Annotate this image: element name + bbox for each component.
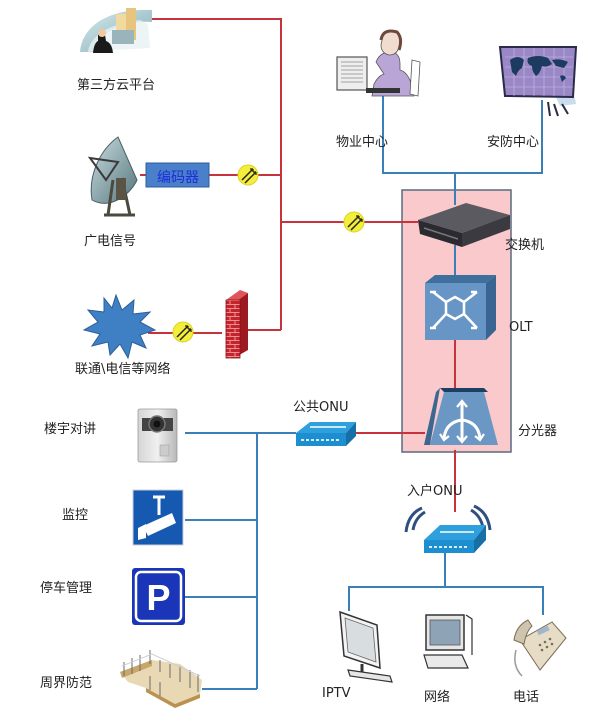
door-intercom-icon[interactable] bbox=[137, 408, 178, 463]
label-carrier-network: 联通\电信等网络 bbox=[75, 362, 171, 377]
switch-icon[interactable] bbox=[418, 203, 510, 247]
label-splitter: 分光器 bbox=[518, 424, 558, 439]
desktop-computer-icon[interactable] bbox=[423, 614, 473, 669]
cloud-platform-icon[interactable] bbox=[80, 8, 152, 53]
label-public-onu: 公共ONU bbox=[293, 400, 349, 415]
media-converter-icon bbox=[343, 211, 365, 233]
label-cloud-platform: 第三方云平台 bbox=[77, 78, 156, 93]
encoder-box[interactable] bbox=[145, 162, 210, 188]
media-converter-icon bbox=[237, 164, 259, 186]
label-property-center: 物业中心 bbox=[336, 135, 389, 150]
label-intercom: 楼宇对讲 bbox=[44, 422, 97, 437]
olt-icon[interactable] bbox=[425, 275, 496, 340]
label-security-center: 安防中心 bbox=[487, 135, 540, 150]
label-switch: 交换机 bbox=[505, 238, 545, 253]
operator-workstation-icon[interactable] bbox=[336, 29, 421, 97]
upstream-links bbox=[140, 18, 456, 512]
media-converter-icon bbox=[172, 321, 194, 343]
label-surveillance: 监控 bbox=[62, 508, 89, 523]
link-cloud bbox=[152, 18, 282, 330]
telephone-icon[interactable] bbox=[513, 619, 567, 677]
parking-glyph: P bbox=[146, 577, 170, 618]
world-map-screen-icon[interactable] bbox=[498, 46, 578, 117]
perimeter-fence-icon[interactable] bbox=[120, 650, 202, 708]
parking-sign-icon[interactable]: P bbox=[132, 568, 185, 625]
label-home-onu: 入户ONU bbox=[407, 484, 463, 499]
label-broadcast-signal: 广电信号 bbox=[84, 234, 137, 249]
label-network: 网络 bbox=[424, 690, 451, 705]
wireless-onu-icon[interactable] bbox=[404, 504, 492, 553]
cctv-camera-icon[interactable] bbox=[132, 489, 184, 546]
access-links bbox=[185, 96, 544, 690]
link-home-devices bbox=[348, 586, 544, 615]
label-parking: 停车管理 bbox=[40, 581, 93, 596]
satellite-dish-icon[interactable] bbox=[87, 136, 138, 217]
firewall-icon[interactable] bbox=[225, 290, 248, 359]
splitter-icon[interactable] bbox=[424, 388, 498, 445]
label-iptv: IPTV bbox=[322, 686, 351, 701]
label-perimeter: 周界防范 bbox=[40, 676, 93, 691]
tv-monitor-icon[interactable] bbox=[339, 610, 393, 683]
label-olt: OLT bbox=[509, 320, 533, 335]
onu-icon[interactable] bbox=[296, 422, 356, 446]
label-phone: 电话 bbox=[513, 690, 540, 705]
link-centers bbox=[382, 96, 543, 174]
starburst-network-icon[interactable] bbox=[82, 293, 157, 360]
label-encoder: 编码器 bbox=[157, 170, 199, 186]
